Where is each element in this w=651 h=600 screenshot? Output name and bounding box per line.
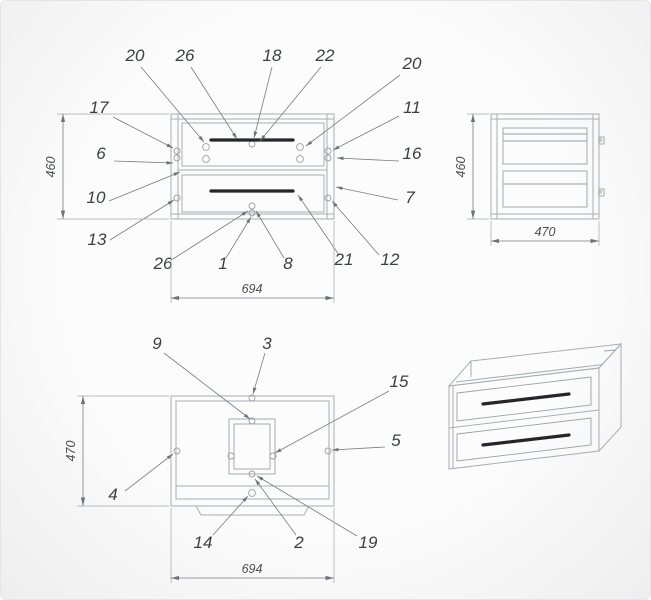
- top-width-dimension: 694: [242, 562, 263, 576]
- callout-3: 3: [262, 334, 272, 353]
- callout-5: 5: [391, 431, 401, 450]
- front-view-leader-lines: [108, 66, 401, 260]
- callout-16: 16: [403, 144, 422, 163]
- callout-18: 18: [263, 46, 282, 65]
- callout-10: 10: [87, 188, 106, 207]
- callout-20-top-right: 20: [402, 54, 422, 73]
- top-view-internals: [173, 394, 332, 497]
- top-view-outline: [170, 395, 335, 516]
- callout-26-bottom: 26: [153, 254, 173, 273]
- callout-15: 15: [390, 372, 409, 391]
- perspective-cabinet-body: [447, 342, 623, 470]
- callout-22: 22: [315, 46, 335, 65]
- front-width-dimension: 694: [242, 282, 263, 296]
- top-view-dimensions: [77, 395, 335, 583]
- top-view-callouts: 9 3 15 5 4 14 2 19: [108, 334, 409, 552]
- callout-4: 4: [108, 485, 117, 504]
- front-view-dimensions: [57, 113, 335, 303]
- front-view-cabinet-outline: [170, 113, 335, 220]
- callout-6: 6: [96, 144, 106, 163]
- top-depth-dimension: 470: [64, 441, 78, 462]
- callout-12: 12: [381, 250, 400, 269]
- perspective-drawer-fronts: [456, 349, 617, 462]
- front-view: 20 26 18 22 20 17 11 6 16 10 7 13 26 1 8…: [44, 46, 422, 303]
- callout-19: 19: [359, 533, 378, 552]
- front-view-callouts: 20 26 18 22 20 17 11 6 16 10 7 13 26 1 8…: [87, 46, 422, 273]
- side-view: 460 470: [454, 113, 605, 246]
- callout-2: 2: [293, 533, 304, 552]
- side-view-drawer-internals: [502, 127, 605, 208]
- callout-21: 21: [334, 250, 354, 269]
- callout-26-top: 26: [175, 46, 195, 65]
- side-view-dimensions: [467, 113, 600, 246]
- callout-20-top-left: 20: [125, 46, 145, 65]
- side-depth-dimension: 470: [535, 225, 556, 239]
- perspective-drawer-handles: [481, 392, 571, 447]
- side-height-dimension: 460: [454, 157, 468, 178]
- callout-11: 11: [403, 98, 421, 117]
- callout-9: 9: [152, 334, 162, 353]
- front-view-fitting-holes: [173, 140, 332, 217]
- front-height-dimension: 460: [44, 157, 58, 178]
- front-drawer-handles: [209, 138, 295, 193]
- top-view-leader-lines: [124, 352, 390, 537]
- callout-1: 1: [218, 254, 227, 273]
- top-view: 9 3 15 5 4 14 2 19 470 694: [64, 334, 409, 583]
- callout-8: 8: [283, 254, 293, 273]
- side-view-outline: [490, 113, 600, 220]
- callout-7: 7: [405, 188, 415, 207]
- callout-14: 14: [194, 533, 213, 552]
- callout-13: 13: [88, 230, 107, 249]
- callout-17: 17: [90, 98, 109, 117]
- perspective-view: [447, 342, 623, 470]
